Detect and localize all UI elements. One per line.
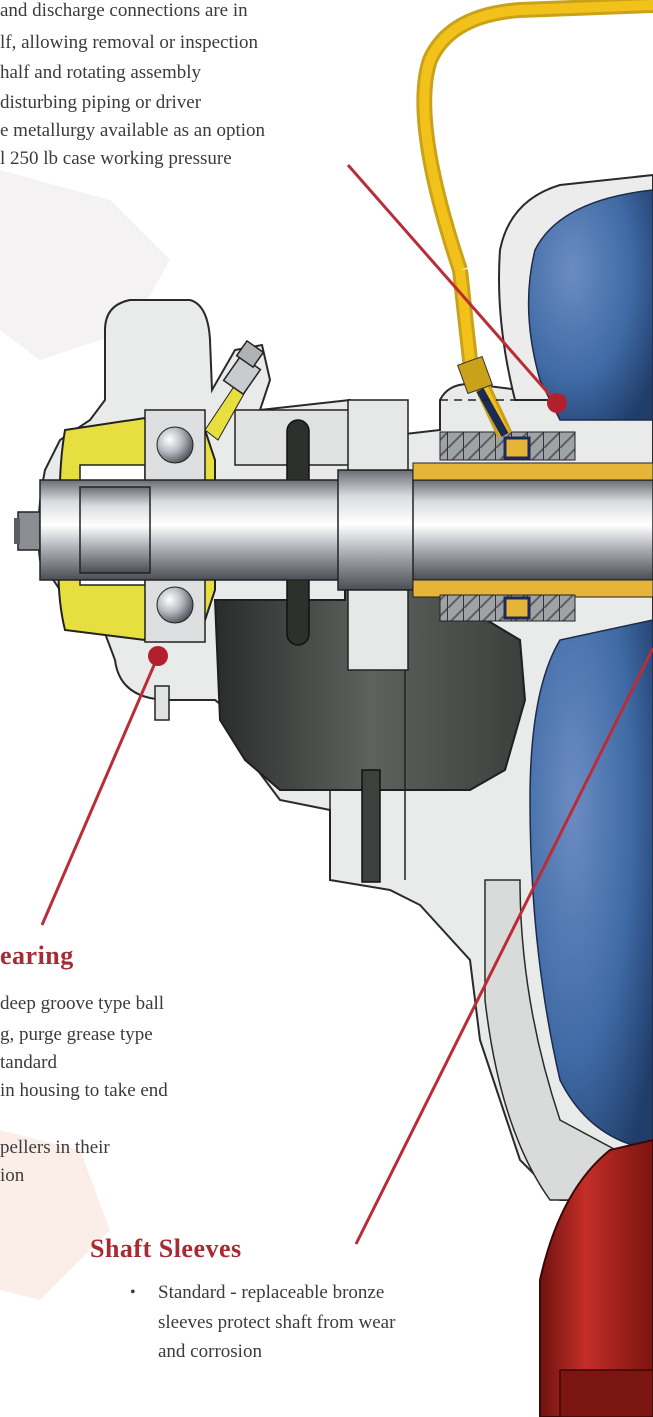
bearing-line-3: tandard [0, 1052, 57, 1073]
bearing-heading: earing [0, 941, 74, 970]
grease-fitting [222, 339, 265, 396]
housing-pin [154, 685, 170, 721]
top-line-1: and discharge connections are in [0, 0, 248, 21]
impeller-lower [529, 619, 653, 1151]
top-line-2: lf, allowing removal or inspection [0, 32, 259, 53]
top-line-5: e metallurgy available as an option [0, 120, 266, 141]
bearing-ball-upper [156, 426, 194, 464]
lower-casing-red [539, 1138, 653, 1417]
lock-nut [17, 511, 41, 551]
background-watermark-2 [0, 1130, 110, 1300]
callout-dot-casing [547, 393, 567, 413]
shaft-collar [337, 469, 414, 591]
drain-plug [361, 769, 381, 883]
top-description: and discharge connections are in lf, all… [0, 0, 355, 190]
shaft-sleeves-heading: Shaft Sleeves [90, 1234, 242, 1263]
sleeve-bullet: • [130, 1284, 136, 1301]
top-line-3: half and rotating assembly [0, 62, 202, 83]
callout-line-bearing [40, 655, 160, 926]
bearing-line-2: g, purge grease type [0, 1024, 153, 1045]
bearing-line-6: pellers in their [0, 1137, 110, 1158]
bearing-line-1: deep groove type ball [0, 993, 165, 1014]
callout-line-casing [346, 164, 558, 403]
impeller-upper [527, 189, 653, 421]
top-line-4: disturbing piping or driver [0, 92, 202, 113]
top-line-6: l 250 lb case working pressure [0, 148, 232, 169]
callout-dot-bearing [148, 646, 168, 666]
bearing-line-7: ion [0, 1165, 25, 1186]
callout-line-sleeve [354, 647, 653, 1245]
bearing-ball-lower [156, 586, 194, 624]
bearing-line-4: in housing to take end [0, 1080, 168, 1101]
stuffing-box [347, 399, 576, 671]
tube-fitting [457, 355, 493, 395]
sleeve-line-2: sleeves protect shaft from wear [158, 1312, 396, 1333]
shaft-sleeve [412, 462, 653, 481]
sleeve-line-1: Standard - replaceable bronze [158, 1282, 385, 1303]
sleeve-line-3: and corrosion [158, 1341, 262, 1362]
